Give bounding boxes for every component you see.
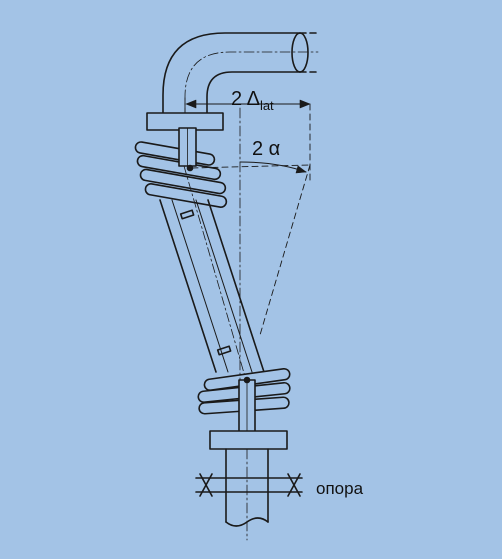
lower-pivot-point <box>243 376 251 384</box>
lateral-displacement-label: 2 Δlat <box>231 88 274 113</box>
support-label: опора <box>316 479 364 498</box>
angle-construction <box>184 97 311 336</box>
bottom-sleeve <box>238 379 256 433</box>
support-marker <box>195 473 303 497</box>
bottom-pipe <box>225 448 269 541</box>
upper-pivot-point <box>186 164 194 172</box>
lateral-displacement-subscript: lat <box>259 98 274 113</box>
tilted-tube <box>159 165 265 381</box>
displacement-arrow <box>185 99 311 109</box>
top-pipe-elbow <box>162 32 319 119</box>
bottom-flange <box>209 430 288 450</box>
top-sleeve <box>178 127 197 167</box>
top-bellows <box>134 141 228 208</box>
angle-label: 2 α <box>252 138 281 160</box>
